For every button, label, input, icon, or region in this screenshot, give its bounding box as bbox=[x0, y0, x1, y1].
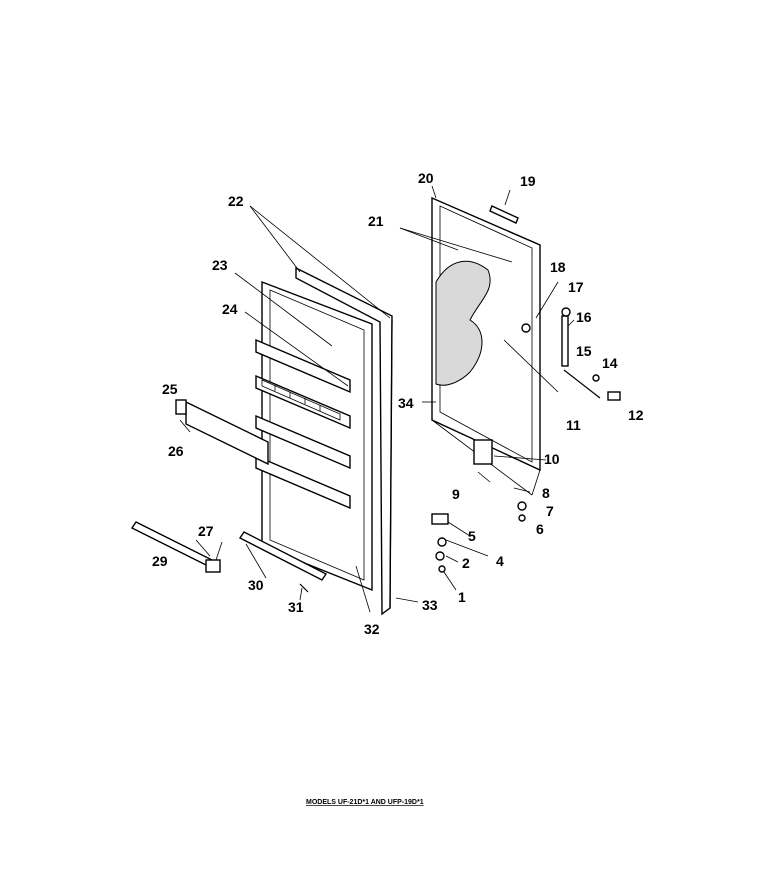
callout-9: 9 bbox=[452, 486, 460, 502]
callout-27: 27 bbox=[198, 523, 214, 539]
callout-12: 12 bbox=[628, 407, 644, 423]
callout-2: 2 bbox=[462, 555, 470, 571]
callout-22: 22 bbox=[228, 193, 244, 209]
callout-16: 16 bbox=[576, 309, 592, 325]
callout-31: 31 bbox=[288, 599, 304, 615]
callout-17: 17 bbox=[568, 279, 584, 295]
shelf-clip-part bbox=[175, 399, 187, 415]
hinge-screw-part bbox=[438, 565, 446, 573]
callout-10: 10 bbox=[544, 451, 560, 467]
callout-21: 21 bbox=[368, 213, 384, 229]
callout-24: 24 bbox=[222, 301, 238, 317]
callout-25: 25 bbox=[162, 381, 178, 397]
callout-18: 18 bbox=[550, 259, 566, 275]
callout-34: 34 bbox=[398, 395, 414, 411]
door-gasket bbox=[295, 266, 393, 616]
callout-32: 32 bbox=[364, 621, 380, 637]
callout-5: 5 bbox=[468, 528, 476, 544]
cap-part-2 bbox=[518, 514, 526, 522]
callout-20: 20 bbox=[418, 170, 434, 186]
inner-door-liner bbox=[255, 280, 373, 592]
leader-lines bbox=[179, 185, 575, 613]
model-caption: MODELS UF-21D*1 AND UFP-19D*1 bbox=[306, 799, 424, 806]
foam-insulation bbox=[435, 260, 491, 386]
callout-15: 15 bbox=[576, 343, 592, 359]
callout-33: 33 bbox=[422, 597, 438, 613]
washer-part bbox=[521, 323, 531, 333]
callout-23: 23 bbox=[212, 257, 228, 273]
hinge-washer-part bbox=[435, 551, 445, 561]
callout-4: 4 bbox=[496, 553, 504, 569]
callout-26: 26 bbox=[168, 443, 184, 459]
callout-6: 6 bbox=[536, 521, 544, 537]
handle-part bbox=[561, 315, 569, 367]
nut-part bbox=[592, 374, 600, 382]
bottom-trim-part bbox=[238, 531, 328, 581]
hinge-part bbox=[431, 513, 449, 525]
top-trim-part bbox=[489, 205, 519, 224]
callout-8: 8 bbox=[542, 485, 550, 501]
callout-19: 19 bbox=[520, 173, 536, 189]
callout-29: 29 bbox=[152, 553, 168, 569]
bracket-part bbox=[473, 439, 493, 465]
hinge-pin-part bbox=[437, 537, 447, 547]
cap-part bbox=[517, 501, 527, 511]
handle-bar-part bbox=[563, 369, 601, 399]
hinge-cap-part bbox=[205, 559, 221, 573]
screw-part bbox=[561, 307, 571, 317]
callout-14: 14 bbox=[602, 355, 618, 371]
door-shelf-part bbox=[185, 400, 269, 466]
callout-7: 7 bbox=[546, 503, 554, 519]
handle-end-part bbox=[607, 391, 621, 401]
trim-screw-part bbox=[299, 583, 309, 593]
callout-30: 30 bbox=[248, 577, 264, 593]
callout-1: 1 bbox=[458, 589, 466, 605]
callout-11: 11 bbox=[566, 417, 581, 433]
